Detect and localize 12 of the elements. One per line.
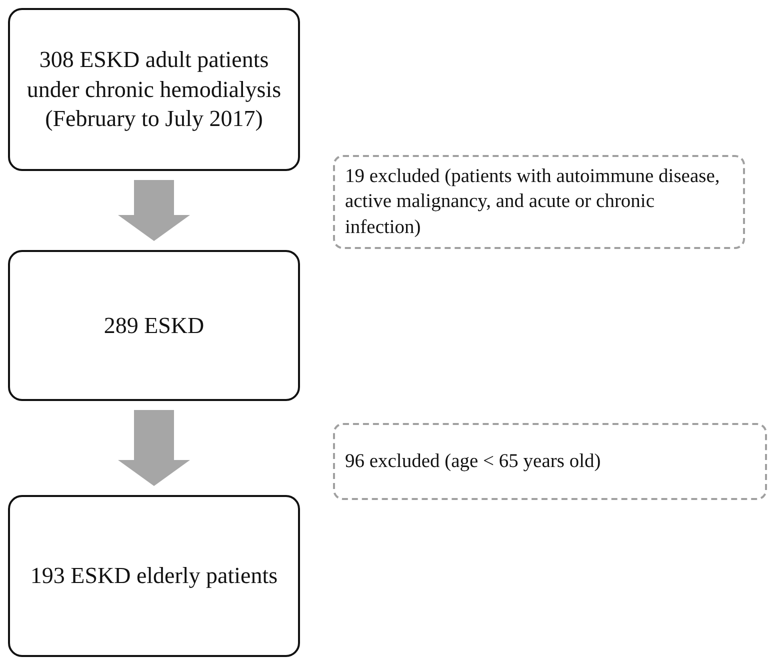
- box-text: 308 ESKD adult patients under chronic hemodialysis (February to July 2017): [26, 46, 282, 134]
- box-text: 193 ESKD elderly patients: [30, 562, 278, 590]
- block-arrow: [118, 410, 190, 486]
- process-box: [8, 8, 300, 171]
- process-box: [8, 495, 300, 657]
- block-arrow: [118, 180, 190, 241]
- box-text: 96 excluded (age < 65 years old): [345, 450, 601, 474]
- process-box: [8, 250, 300, 401]
- box-text: 289 ESKD: [104, 312, 204, 340]
- exclusion-box: [333, 423, 767, 500]
- box-text: 19 excluded (patients with autoimmune disease, active malignancy, and acute or chronic infection): [345, 164, 721, 240]
- exclusion-box: [333, 155, 745, 249]
